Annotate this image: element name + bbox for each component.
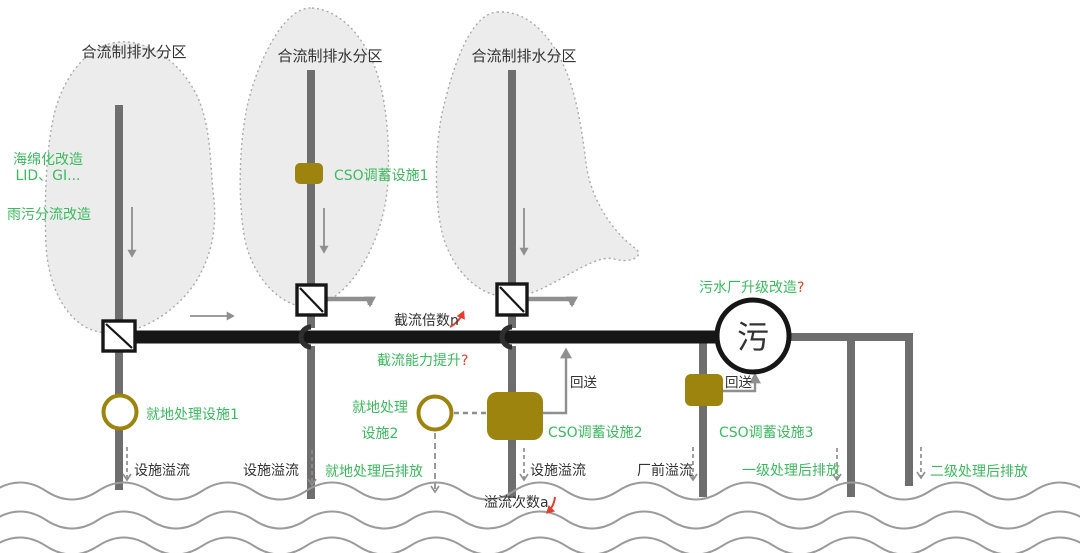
treatment-plant bbox=[714, 297, 792, 375]
ratio-increase-arrow bbox=[449, 310, 465, 328]
sponge-retrofit-label: 海绵化改造 bbox=[13, 151, 83, 168]
river-wave-2 bbox=[0, 510, 1080, 530]
lid-gi-label: LID、GI... bbox=[15, 168, 80, 184]
onsite1-label: 就地处理设施1 bbox=[146, 407, 239, 423]
onsite-treatment-1 bbox=[101, 393, 139, 431]
overflow3-label: 设施溢流 bbox=[530, 463, 586, 479]
pre-plant-overflow-label: 厂前溢流 bbox=[637, 462, 693, 479]
interception-capacity-label: 截流能力提升? bbox=[377, 353, 468, 369]
cso1-label: CSO调蓄设施1 bbox=[334, 168, 429, 184]
separation-retrofit-label: 雨污分流改造 bbox=[7, 207, 91, 223]
interception-ratio-label: 截流倍数n bbox=[394, 313, 459, 329]
zone-blob-1 bbox=[44, 41, 216, 334]
river-wave-3 bbox=[0, 536, 1080, 553]
overflow2-label: 设施溢流 bbox=[243, 463, 299, 479]
intercepting-well-3 bbox=[495, 282, 529, 317]
return2-label: 回送 bbox=[725, 375, 753, 391]
cso2-return-arrow bbox=[543, 347, 572, 415]
plant-symbol: 污 bbox=[737, 318, 769, 356]
well3-intercept-arrow bbox=[527, 296, 578, 308]
onsite-treatment-2 bbox=[416, 394, 454, 432]
cso-storage-2 bbox=[487, 392, 543, 440]
cso3-label: CSO调蓄设施3 bbox=[719, 425, 814, 441]
well2-intercept-arrow bbox=[325, 296, 376, 308]
overflow-frequency-label: 溢流次数a bbox=[484, 495, 549, 511]
cso3-return-arrow bbox=[723, 372, 761, 393]
cso-storage-1 bbox=[295, 163, 323, 184]
river-wave-1 bbox=[0, 481, 1080, 501]
zone2-title: 合流制排水分区 bbox=[277, 47, 382, 65]
frequency-decrease-arrow bbox=[546, 496, 556, 514]
cso2-label: CSO调蓄设施2 bbox=[548, 425, 643, 441]
return1-label: 回送 bbox=[570, 375, 598, 391]
zone3-title: 合流制排水分区 bbox=[471, 47, 576, 65]
onsite2-label-line2: 设施2 bbox=[362, 426, 399, 442]
onsite2-label-line1: 就地处理 bbox=[352, 400, 408, 416]
zone1-title: 合流制排水分区 bbox=[81, 43, 186, 61]
secondary-discharge-label: 二级处理后排放 bbox=[930, 464, 1028, 480]
pipe-hop-3 bbox=[499, 324, 513, 350]
intercepting-well-1 bbox=[101, 319, 137, 353]
intercepting-well-2 bbox=[295, 283, 328, 317]
primary-discharge-label: 一级处理后排放 bbox=[742, 463, 840, 479]
overflow1-label: 设施溢流 bbox=[134, 463, 190, 479]
pipe-hop-2 bbox=[298, 324, 312, 350]
zone-blob-3 bbox=[435, 11, 640, 298]
plant-upgrade-label: 污水厂升级改造? bbox=[699, 280, 804, 296]
onsite-discharge-label: 就地处理后排放 bbox=[325, 464, 423, 480]
cso-storage-3 bbox=[685, 374, 723, 406]
